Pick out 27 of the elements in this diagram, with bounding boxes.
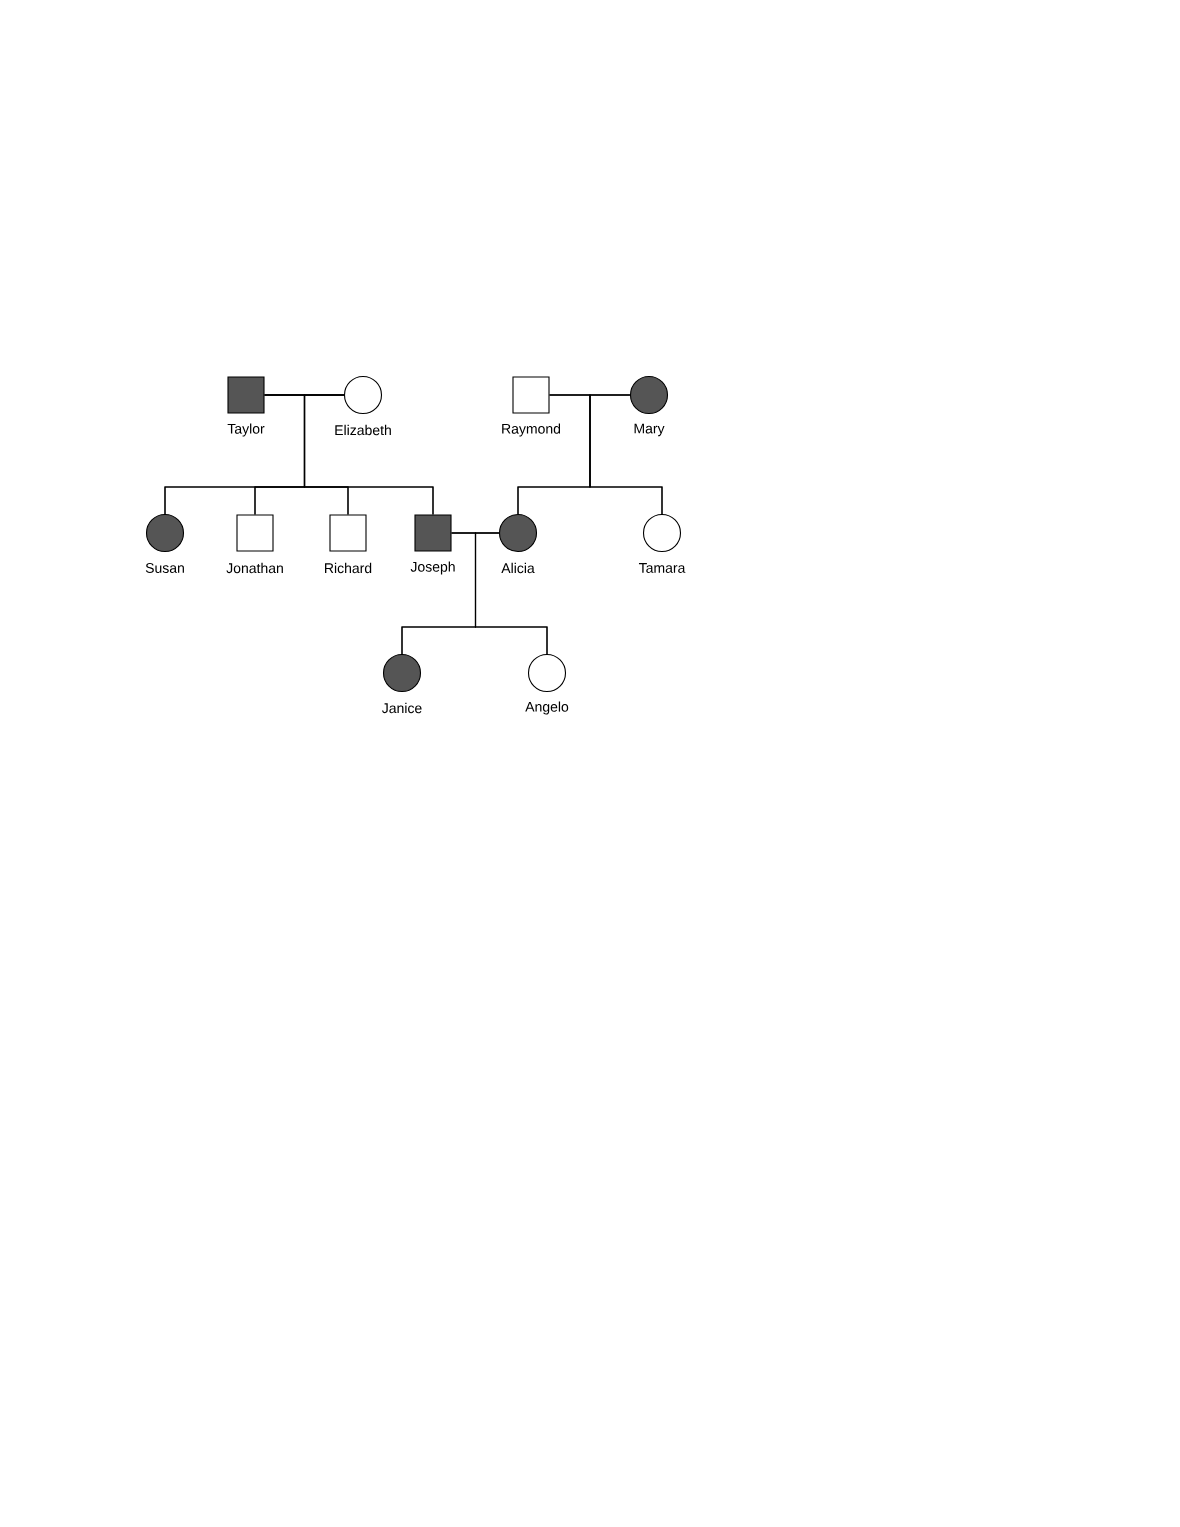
person-name: Angelo [525, 701, 569, 715]
square-symbol [236, 514, 274, 552]
person-name: Mary [634, 423, 665, 437]
circle-symbol [382, 653, 422, 693]
circle-symbol [498, 513, 538, 553]
circle-symbol [629, 375, 669, 415]
person-name: Susan [145, 563, 184, 573]
pedigree-line [474, 532, 548, 655]
person-name: Richard [325, 562, 372, 574]
square-symbol [512, 376, 550, 414]
person-name: Elizabeth [335, 424, 391, 436]
circle-symbol [642, 513, 682, 553]
square-symbol [329, 514, 367, 552]
circle-symbol [145, 513, 185, 553]
person-name: Tamara [638, 563, 686, 573]
square-symbol [227, 376, 265, 414]
circle-symbol [343, 375, 383, 415]
person-name: Joseph [410, 561, 455, 575]
person-name: Janice [382, 702, 422, 714]
square-symbol [414, 514, 452, 552]
person-name: Taylor [227, 423, 265, 437]
person-name: Raymond [502, 423, 561, 437]
pedigree-line [589, 394, 663, 515]
pedigree-line [303, 394, 434, 515]
circle-symbol [527, 653, 567, 693]
person-name: Jonathan [226, 562, 283, 574]
person-name: Alicia [501, 562, 535, 574]
